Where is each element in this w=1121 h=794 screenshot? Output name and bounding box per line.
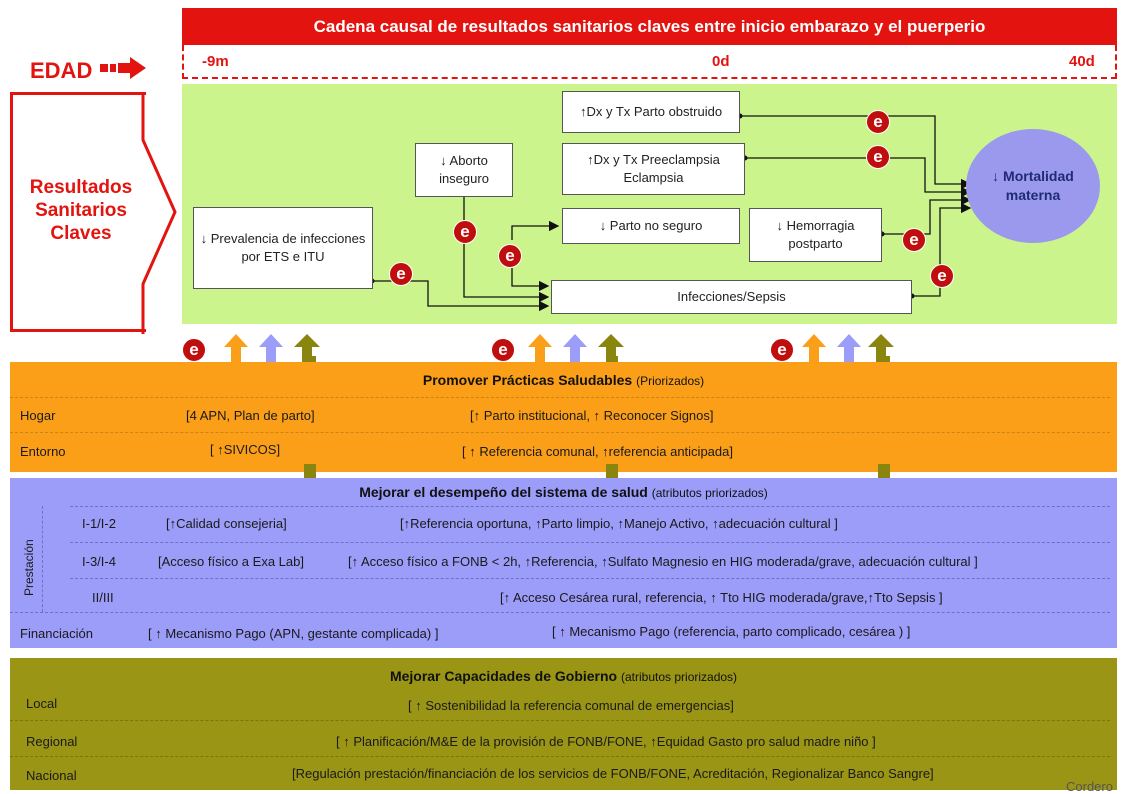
sistema-subtitle: (atributos priorizados) — [651, 486, 768, 500]
row-label-ii-iii: II/III — [92, 590, 114, 605]
i3-col2: [↑ Acceso físico a FONB < 2h, ↑Referenci… — [348, 554, 978, 569]
resultados-box — [10, 92, 146, 332]
e-badge: e — [866, 145, 890, 169]
practicas-title: Promover Prácticas Saludables — [422, 372, 633, 388]
resultados-chevron — [141, 92, 177, 334]
i3-col1: [Acceso físico a Exa Lab] — [158, 554, 304, 569]
row-label-entorno: Entorno — [20, 444, 66, 459]
financiacion-col2: [ ↑ Mecanismo Pago (referencia, parto co… — [552, 624, 911, 639]
resultados-label: Resultados Sanitarios Claves — [29, 177, 133, 244]
node-parto-obstruido: ↑Dx y Tx Parto obstruido — [562, 91, 740, 133]
financiacion-col1: [ ↑ Mecanismo Pago (APN, gestante compli… — [148, 626, 439, 641]
i1-col1: [↑Calidad consejeria] — [166, 516, 287, 531]
edad-label: EDAD — [30, 58, 93, 83]
e-badge: e — [389, 262, 413, 286]
node-parto-no-seguro: ↓ Parto no seguro — [562, 208, 740, 244]
practicas-heading: Promover Prácticas Saludables (Priorizad… — [10, 372, 1117, 388]
nacional-text: [Regulación prestación/financiación de l… — [292, 766, 934, 781]
node-infecciones-sepsis: Infecciones/Sepsis — [551, 280, 912, 314]
ii-col2: [↑ Acceso Cesárea rural, referencia, ↑ T… — [500, 590, 943, 605]
tick-start: -9m — [202, 53, 229, 70]
node-aborto-inseguro: ↓ Aborto inseguro — [415, 143, 513, 197]
row-label-hogar: Hogar — [20, 408, 56, 423]
divider — [10, 612, 1110, 613]
node-prevalencia-infecciones: ↓ Prevalencia de infecciones por ETS e I… — [193, 207, 373, 289]
row-label-i1-i2: I-1/I-2 — [82, 516, 116, 531]
gobierno-heading: Mejorar Capacidades de Gobierno (atribut… — [10, 668, 1117, 684]
entorno-col1: [ ↑SIVICOS] — [210, 442, 281, 457]
entorno-col2: [ ↑ Referencia comunal, ↑referencia anti… — [462, 444, 733, 459]
hogar-col1: [4 APN, Plan de parto] — [186, 408, 315, 423]
e-badge: e — [902, 228, 926, 252]
divider — [70, 578, 1110, 579]
node-mortalidad-materna: ↓ Mortalidad materna — [966, 129, 1100, 243]
e-badge: e — [491, 338, 515, 362]
gobierno-subtitle: (atributos priorizados) — [621, 670, 738, 684]
edad-arrow-icon — [100, 57, 146, 79]
e-badge: e — [770, 338, 794, 362]
divider — [10, 432, 1110, 433]
regional-text: [ ↑ Planificación/M&E de la provisión de… — [336, 734, 876, 749]
e-badge: e — [866, 110, 890, 134]
row-label-local: Local — [26, 696, 58, 711]
practicas-subtitle: (Priorizados) — [636, 374, 705, 388]
stem — [878, 464, 890, 480]
row-label-financiacion: Financiación — [20, 626, 93, 641]
row-label-i3-i4: I-3/I-4 — [82, 554, 116, 569]
divider — [10, 397, 1110, 398]
practicas-saludables-band: Promover Prácticas Saludables (Priorizad… — [10, 362, 1117, 472]
tick-zero: 0d — [712, 53, 730, 70]
node-hemorragia: ↓ Hemorragia postparto — [749, 208, 882, 262]
row-label-nacional: Nacional — [26, 768, 77, 783]
node-preeclampsia: ↑Dx y Tx Preeclampsia Eclampsia — [562, 143, 745, 195]
divider — [10, 756, 1110, 757]
row-label-regional: Regional — [26, 734, 78, 749]
sistema-heading: Mejorar el desempeño del sistema de salu… — [10, 484, 1117, 500]
divider — [10, 720, 1110, 721]
e-badge: e — [453, 220, 477, 244]
gobierno-title: Mejorar Capacidades de Gobierno — [389, 668, 618, 684]
prestacion-divider — [42, 506, 43, 612]
hogar-col2: [↑ Parto institucional, ↑ Reconocer Sign… — [470, 408, 714, 423]
divider — [70, 542, 1110, 543]
author-credit: Cordero — [1066, 779, 1113, 794]
i1-col2: [↑Referencia oportuna, ↑Parto limpio, ↑M… — [400, 516, 838, 531]
diagram-title: Cadena causal de resultados sanitarios c… — [182, 8, 1117, 45]
prestacion-label: Prestación — [22, 539, 36, 596]
divider — [70, 506, 1110, 507]
timeline: -9m 0d 40d — [182, 45, 1117, 79]
sistema-salud-band: Mejorar el desempeño del sistema de salu… — [10, 478, 1117, 648]
capacidades-gobierno-band: Mejorar Capacidades de Gobierno (atribut… — [10, 658, 1117, 790]
stem — [606, 464, 618, 480]
stem — [304, 464, 316, 480]
e-badge: e — [930, 264, 954, 288]
e-badge: e — [498, 244, 522, 268]
local-text: [ ↑ Sostenibilidad la referencia comunal… — [408, 698, 734, 713]
sistema-title: Mejorar el desempeño del sistema de salu… — [359, 484, 648, 500]
e-badge: e — [182, 338, 206, 362]
tick-end: 40d — [1069, 53, 1095, 70]
